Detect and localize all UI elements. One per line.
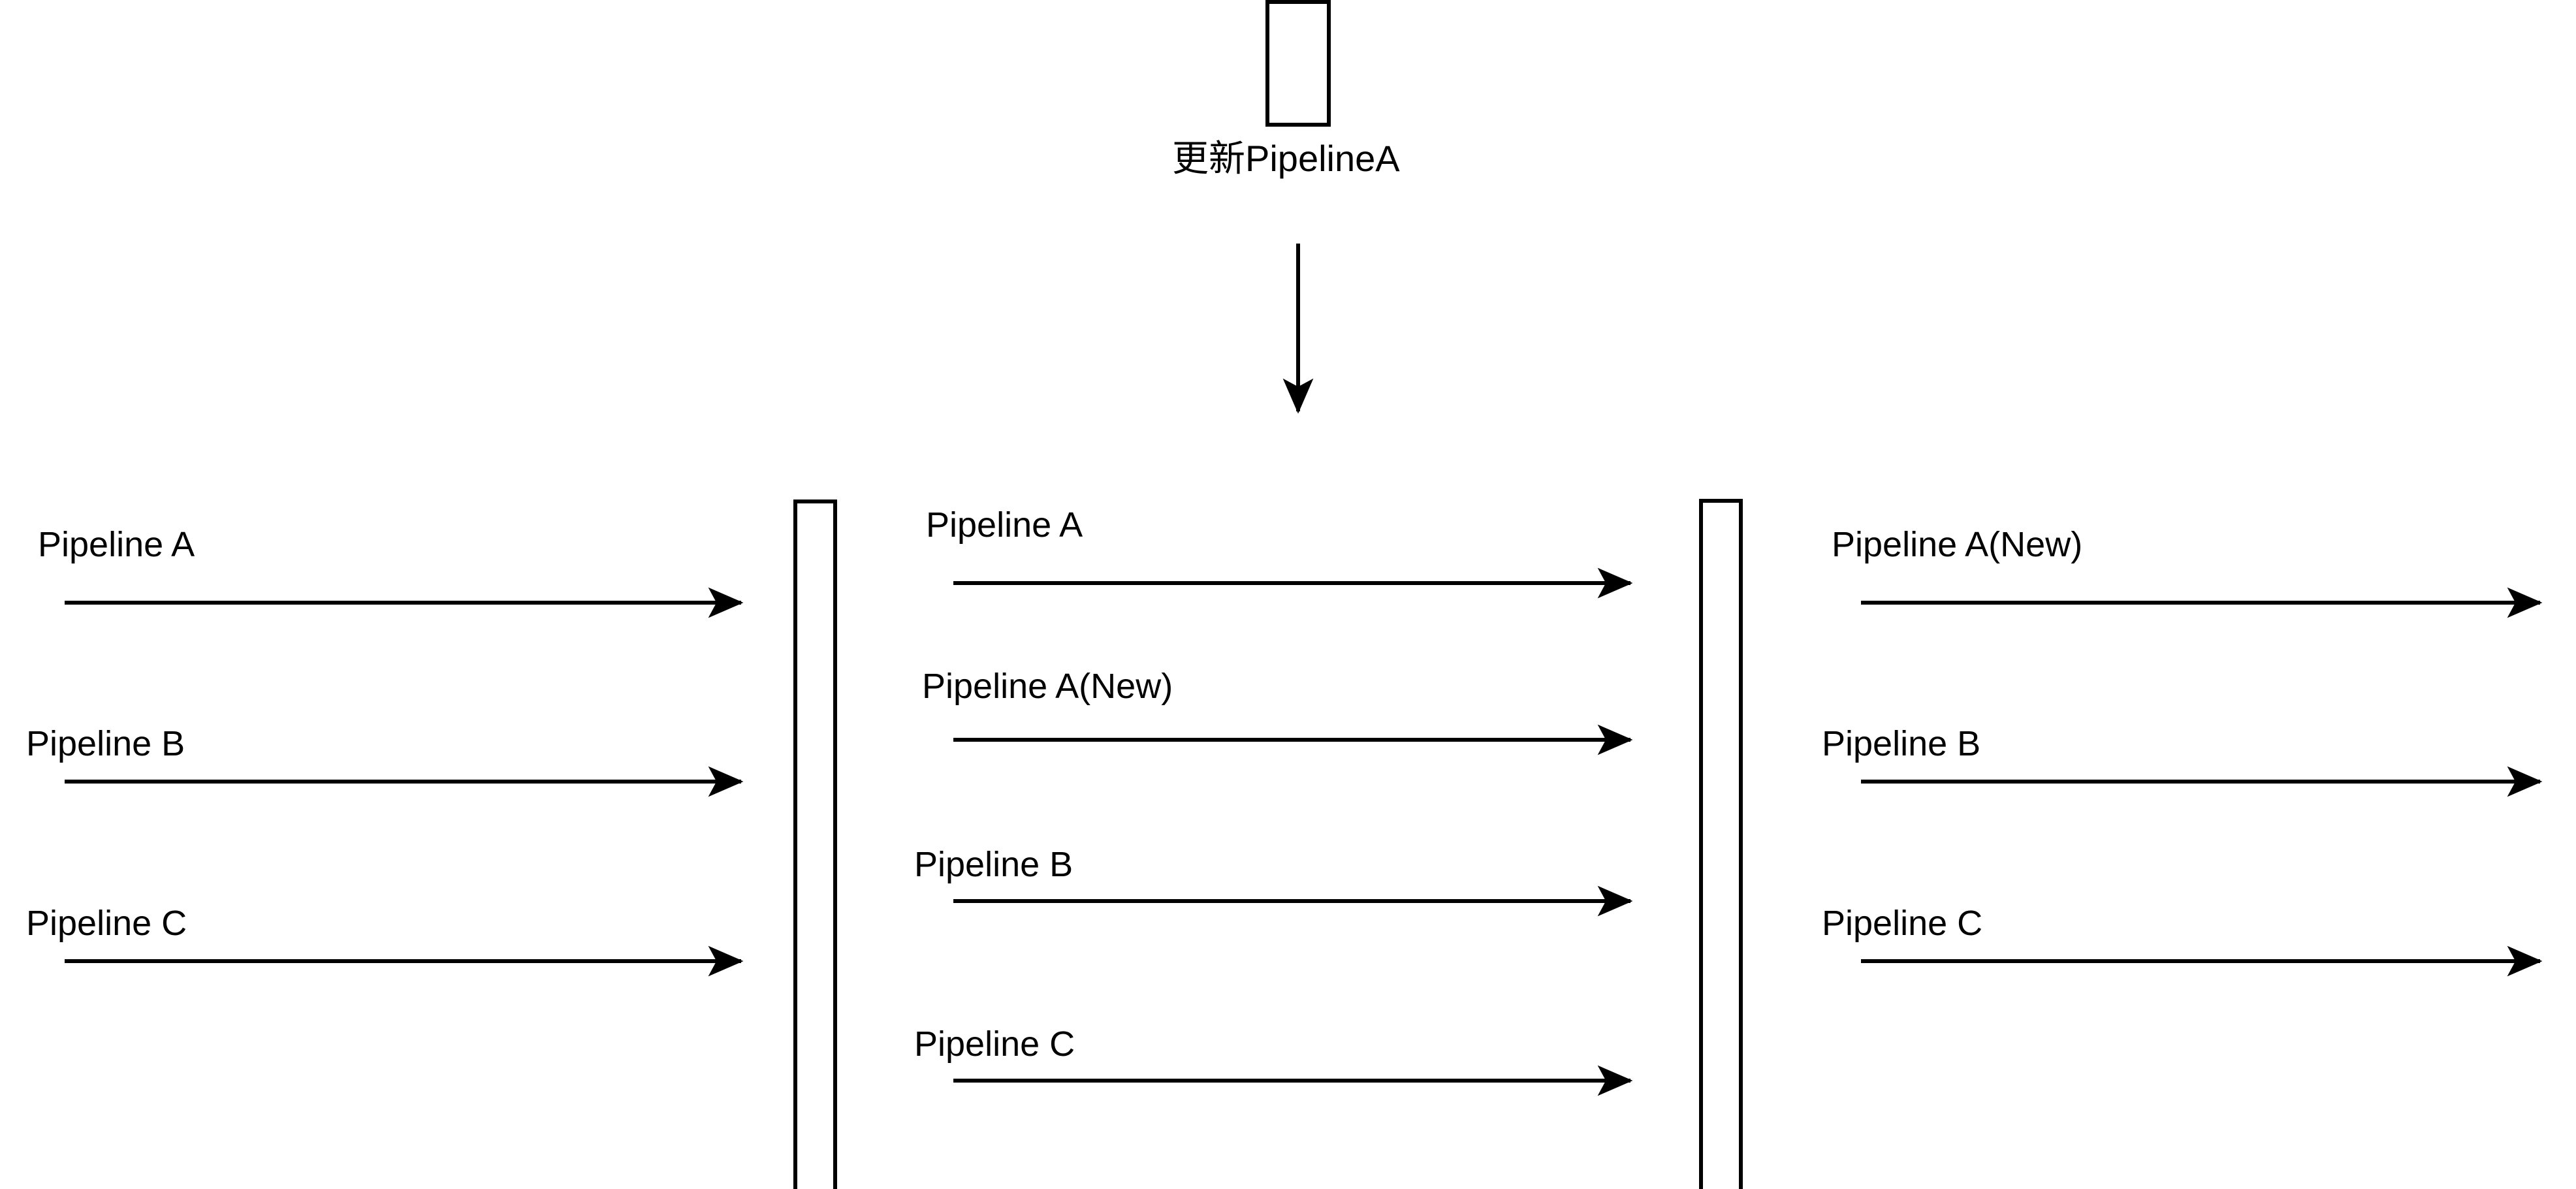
middle-group-label-2: Pipeline A(New) — [922, 667, 1173, 706]
right-group-label-2: Pipeline B — [1822, 724, 1981, 763]
top-box-caption: 更新PipelineA — [1172, 138, 1400, 179]
right-separator-bar — [1699, 499, 1743, 1189]
left-group-label-3: Pipeline C — [26, 904, 187, 943]
right-group-label-3: Pipeline C — [1822, 904, 1983, 943]
middle-group-label-4: Pipeline C — [914, 1024, 1075, 1064]
top-process-box — [1265, 0, 1331, 127]
right-group-label-1: Pipeline A(New) — [1832, 525, 2083, 564]
left-group-label-2: Pipeline B — [26, 724, 185, 763]
middle-group-label-1: Pipeline A — [926, 505, 1083, 545]
middle-group-label-3: Pipeline B — [914, 845, 1073, 884]
left-separator-bar — [793, 499, 837, 1189]
left-group-label-1: Pipeline A — [38, 525, 195, 564]
